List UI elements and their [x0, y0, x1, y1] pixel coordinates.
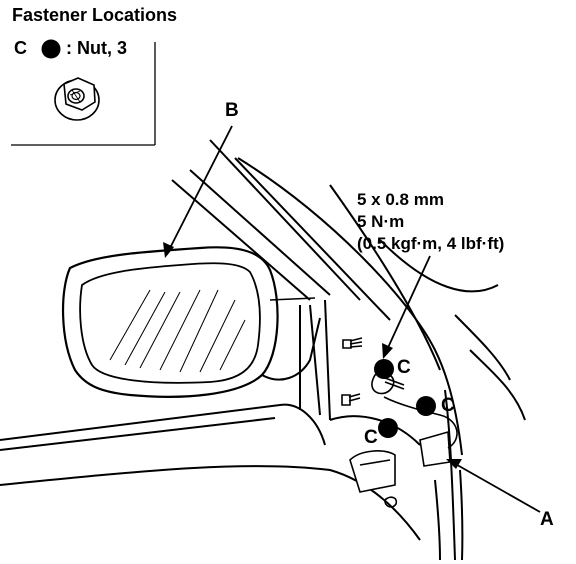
- label-a: A: [540, 509, 554, 530]
- leader-lines: [167, 125, 541, 513]
- mirror-housing: [61, 246, 321, 398]
- door-frame: [171, 139, 526, 456]
- label-b: B: [225, 100, 239, 121]
- spec-torque-nm: 5 N·m: [357, 212, 405, 231]
- spec-size: 5 x 0.8 mm: [357, 190, 444, 209]
- label-c-upper: C: [397, 357, 411, 378]
- arrow-head-b: [163, 242, 174, 258]
- legend-title: Fastener Locations: [12, 5, 178, 25]
- label-c-lower: C: [364, 427, 378, 448]
- nut-dot-lower: [378, 418, 398, 438]
- legend-letter-c: C: [14, 38, 27, 58]
- label-c-right: C: [441, 395, 455, 416]
- spec-torque-alt: (0.5 kgf·m, 4 lbf·ft): [357, 234, 505, 253]
- arrow-heads: [163, 242, 462, 469]
- legend-nut-dot: [41, 39, 61, 59]
- mounting-hardware: [341, 337, 458, 508]
- leader-spec: [385, 255, 431, 353]
- arrow-head-a: [446, 459, 462, 469]
- arrow-head-spec: [382, 343, 393, 359]
- legend-nut-text: : Nut, 3: [66, 38, 127, 58]
- nut-dot-right: [416, 396, 436, 416]
- leader-b: [167, 125, 233, 253]
- nut-dot-upper: [374, 359, 394, 379]
- leader-a: [451, 461, 541, 513]
- flange-nut-icon: [54, 77, 100, 121]
